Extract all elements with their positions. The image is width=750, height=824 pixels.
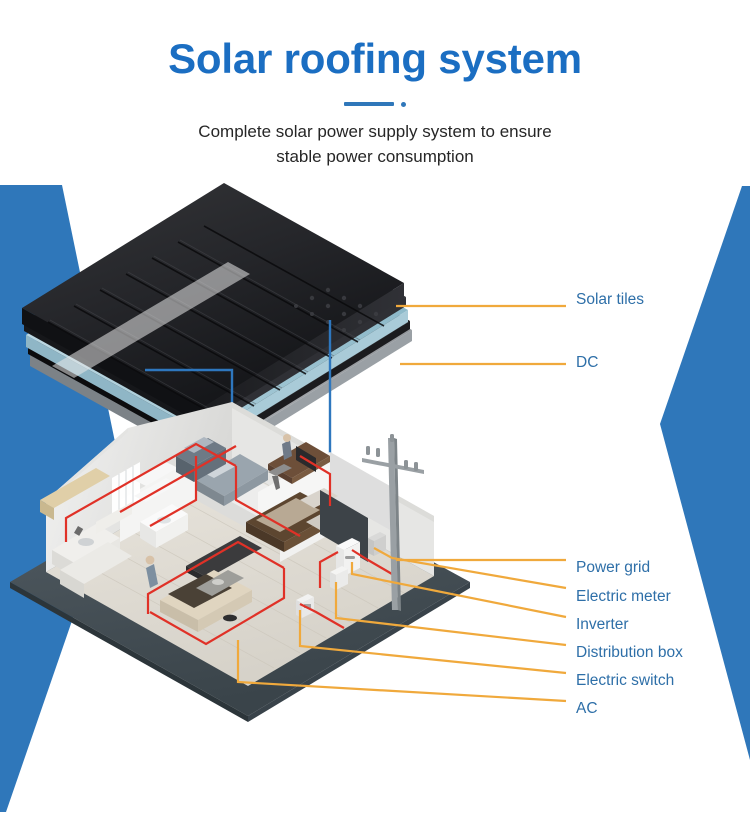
title-divider: [0, 98, 750, 110]
callout-label-dc: DC: [576, 354, 599, 371]
kitchen: [40, 468, 132, 598]
desk-area: [268, 434, 330, 490]
subtitle-line-2: stable power consumption: [276, 146, 474, 166]
subtitle-line-1: Complete solar power supply system to en…: [198, 122, 552, 141]
utility-pole: [362, 434, 424, 611]
divider-bar: [344, 102, 394, 106]
page-title: Solar roofing system: [168, 35, 582, 82]
ac-wiring-red: [64, 442, 393, 646]
divider-dot: [401, 101, 406, 107]
page-subtitle: Complete solar power supply system to en…: [125, 120, 625, 169]
callout-label-inverter: Inverter: [576, 616, 629, 633]
living-room: [145, 536, 262, 632]
callout-label-distribution-box: Distribution box: [576, 644, 683, 661]
callout-label-electric-switch: Electric switch: [576, 672, 675, 689]
callout-label-electric-meter: Electric meter: [576, 588, 671, 605]
wall-devices: [296, 532, 386, 618]
right-chevron-decoration: [620, 0, 750, 824]
callout-leader-lines: [236, 304, 567, 703]
callout-label-power-grid: Power grid: [576, 559, 651, 576]
callout-label-ac: AC: [576, 700, 598, 717]
callout-label-solar-tiles: Solar tiles: [576, 291, 645, 308]
solar-system-illustration: [0, 170, 750, 824]
house-cutaway: [40, 402, 434, 686]
